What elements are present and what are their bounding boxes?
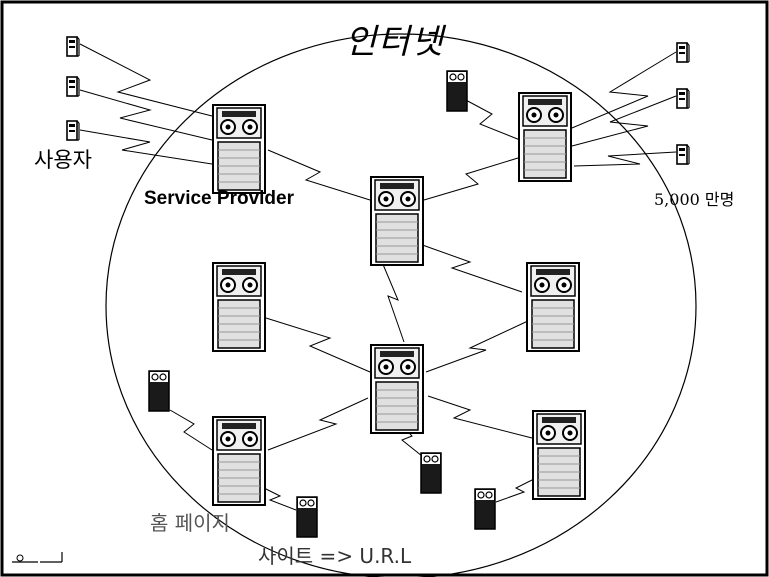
provider-servers	[212, 92, 586, 506]
service-provider-label: Service Provider	[144, 188, 294, 209]
diagram-title: 인터넷	[345, 22, 445, 62]
internet-circle	[105, 33, 697, 577]
link-site1-p2	[461, 97, 521, 141]
pc-icon	[66, 36, 80, 57]
link-p6-p8	[427, 395, 533, 439]
link-p2-p3	[423, 157, 519, 201]
link-p8-site5	[495, 475, 541, 503]
logo-icon	[12, 552, 63, 563]
pc-icon	[676, 88, 690, 109]
site-icon	[148, 370, 170, 412]
server-icon	[212, 416, 266, 506]
server-icon	[212, 104, 266, 194]
pc-icon	[66, 76, 80, 97]
homepage-sites	[148, 70, 496, 538]
link-site2-p7	[169, 409, 213, 451]
server-icon	[212, 262, 266, 352]
site-icon	[296, 496, 318, 538]
link-user4-p2	[571, 51, 677, 129]
users-label: 사용자	[34, 148, 92, 172]
server-icon	[370, 176, 424, 266]
link-user1-p1	[79, 43, 213, 117]
site-icon	[474, 488, 496, 530]
connections	[79, 43, 677, 511]
link-p3-p5	[413, 241, 523, 293]
link-user2-p1	[79, 89, 213, 141]
link-p4-p6	[265, 317, 371, 373]
link-user5-p2	[571, 95, 677, 147]
link-p1-p3	[267, 149, 371, 201]
server-icon	[518, 92, 572, 182]
link-p6-p7	[267, 397, 369, 451]
link-p7-site4	[255, 483, 297, 511]
link-user3-p1	[79, 129, 213, 165]
site-icon	[446, 70, 468, 112]
user-count-label: 5,000 만명	[654, 190, 735, 209]
server-icon	[370, 344, 424, 434]
site-url-label: 사이트 => U.R.L	[258, 544, 412, 568]
link-p3-p6	[381, 261, 405, 343]
link-p5-p6	[425, 319, 531, 373]
pc-icon	[676, 42, 690, 63]
link-user6-p2	[573, 151, 677, 167]
site-icon	[420, 452, 442, 494]
server-icon	[532, 410, 586, 500]
homepage-label: 홈 페이지	[150, 511, 230, 535]
server-icon	[526, 262, 580, 352]
pc-icon	[66, 120, 80, 141]
pc-icon	[676, 144, 690, 165]
